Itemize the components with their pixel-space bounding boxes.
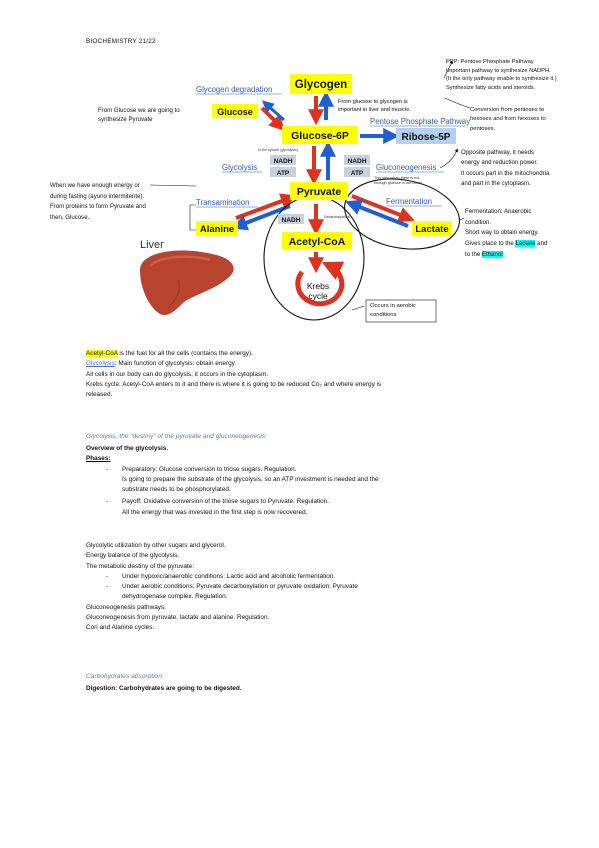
acetylcoa-highlight: Acetyl-CoA <box>86 350 118 357</box>
node-glucose6p <box>282 126 358 144</box>
svg-text:NADH: NADH <box>274 158 293 165</box>
arrow-alanine-pyruvate <box>235 193 297 220</box>
svg-text:NADH: NADH <box>348 158 367 165</box>
fermentation-ellipse <box>344 178 460 250</box>
ethanol-highlight: Ethanol <box>481 250 503 258</box>
tiny-glycolysis-caption: In the cytosol (glycolysis) <box>258 148 298 152</box>
metabolism-diagram: Glycogen Glucose Glucose-6P Ribose-5P Py… <box>140 60 470 323</box>
glycolysis-section: Overview of the glycolysis. Phases: Prep… <box>86 444 526 518</box>
aerobic-box <box>365 299 437 323</box>
liver-title: Liver <box>140 239 164 251</box>
node-pyruvate-label: Pyruvate <box>297 186 342 198</box>
note-from-glucose: From Glucose we are going to synthesize … <box>98 107 180 123</box>
label-gluconeogenesis: Gluconeogenesis <box>376 163 436 172</box>
label-glycolysis: Glycolysis <box>222 163 257 172</box>
pyruvate-anaerobic: Under hypoxic/anaerobic conditions: Lact… <box>86 572 526 583</box>
arrow-glucose-g6p <box>260 106 286 132</box>
note-glycogen: From glucose to glycogen is important in… <box>338 99 411 113</box>
node-ribose5p <box>396 128 456 144</box>
glycolysis-link[interactable]: Glycolysis <box>86 360 115 368</box>
node-glycogen-label: Glycogen <box>295 79 347 91</box>
note-fermentation: Fermentation: Anaerobic condition. Short… <box>465 208 548 258</box>
note-conversion: Conversion from pentoses to hexoses and … <box>470 107 546 132</box>
label-ppp: Pentose Phosphate Pathway <box>370 117 470 126</box>
node-alanine-label: Alanine <box>200 224 234 235</box>
note-opposite: Opposite pathway, it needs energy and re… <box>461 149 550 188</box>
topics-list: Glycolytic utilization by other sugars a… <box>86 541 526 634</box>
node-alanine <box>196 221 238 236</box>
tiny-gng-caption-1: This step when there is not <box>374 176 420 180</box>
node-glucose-label: Glucose <box>217 107 253 117</box>
lactate-highlight: Lactate <box>515 240 536 248</box>
section-heading-absorption: Carbohydrates absorption: <box>86 673 164 680</box>
node-glucose6p-label: Glucose-6P <box>291 130 349 142</box>
section-heading-glycolysis: Glycolysis, the “destiny” of the pyruvat… <box>86 433 268 440</box>
note-energy: When we have enough energy or during fas… <box>50 182 146 221</box>
phase-preparatory: Preparatory: Glucose conversion to trios… <box>86 465 526 496</box>
node-acetylcoa <box>282 232 352 250</box>
page-header: BIOCHEMISTRY 21/22 <box>86 38 156 45</box>
krebs-label-2: cycle <box>308 291 328 301</box>
nadh-box-1 <box>270 155 296 165</box>
label-transamination: Transamination <box>196 198 249 207</box>
arrow-pyruvate-alanine <box>231 204 291 231</box>
node-glucose <box>212 104 258 118</box>
arrow-pyruvate-lactate <box>351 194 415 223</box>
pyruvate-aerobic: Under aerobic conditions: Pyruvate decar… <box>86 582 526 603</box>
krebs-label-1: Krebs <box>307 281 329 291</box>
node-pyruvate <box>290 182 348 200</box>
digestion-line: Digestion: Carbohydrates are going to be… <box>86 685 242 692</box>
svg-text:ATP: ATP <box>351 170 364 177</box>
atp-box-2 <box>344 167 370 177</box>
tiny-gng-caption-2: enough glucose in our blood. <box>374 181 423 185</box>
nadh-box-2 <box>344 155 370 165</box>
nadh-box-3 <box>278 214 304 224</box>
node-glycogen <box>290 74 352 94</box>
arrow-g6p-glucose <box>261 100 285 122</box>
note-aerobic: Occurs in aerobic conditions <box>370 303 416 318</box>
phase-payoff: Payoff: Oxidative conversion of the trio… <box>86 497 526 518</box>
tiny-decarbox-caption: Decarboxylation <box>324 215 350 219</box>
label-glycogen-degradation: Glycogen degradation <box>196 85 272 94</box>
svg-text:NADH: NADH <box>282 217 301 224</box>
krebs-cycle-arrow <box>295 261 345 307</box>
node-lactate-label: Lactate <box>415 224 448 235</box>
svg-text:ATP: ATP <box>277 170 290 177</box>
intro-paragraphs: Acetyl-CoA is the fuel for all the cells… <box>86 350 382 399</box>
note-ppp: PPP: Pentose Phosphate Pathway Important… <box>446 59 557 91</box>
node-ribose5p-label: Ribose-5P <box>402 132 451 143</box>
liver-illustration <box>140 250 234 316</box>
node-acetylcoa-label: Acetyl-CoA <box>289 236 346 248</box>
arrow-lactate-pyruvate <box>345 199 409 228</box>
label-fermentation: Fermentation <box>386 197 432 206</box>
node-lactate <box>412 221 452 236</box>
atp-box-1 <box>270 167 296 177</box>
